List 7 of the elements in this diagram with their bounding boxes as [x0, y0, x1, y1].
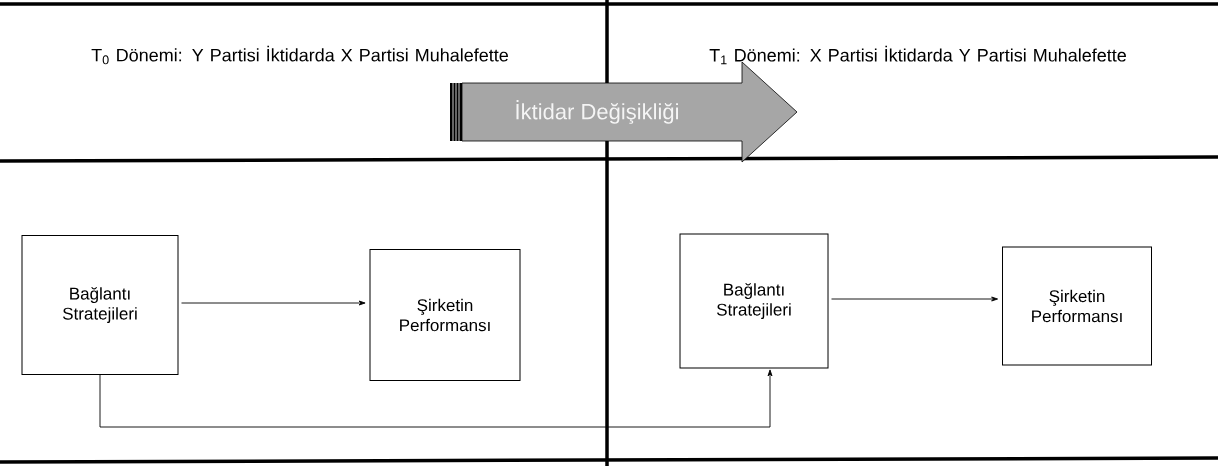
arrow: [99, 369, 773, 428]
process-box: Bağlantı Stratejileri: [679, 233, 829, 369]
process-box: Bağlantı Stratejileri: [21, 235, 179, 375]
arrow: [831, 296, 999, 302]
arrow: [181, 300, 366, 306]
process-box: Şirketin Performansı: [1002, 246, 1152, 366]
process-box: Şirketin Performansı: [369, 249, 521, 381]
